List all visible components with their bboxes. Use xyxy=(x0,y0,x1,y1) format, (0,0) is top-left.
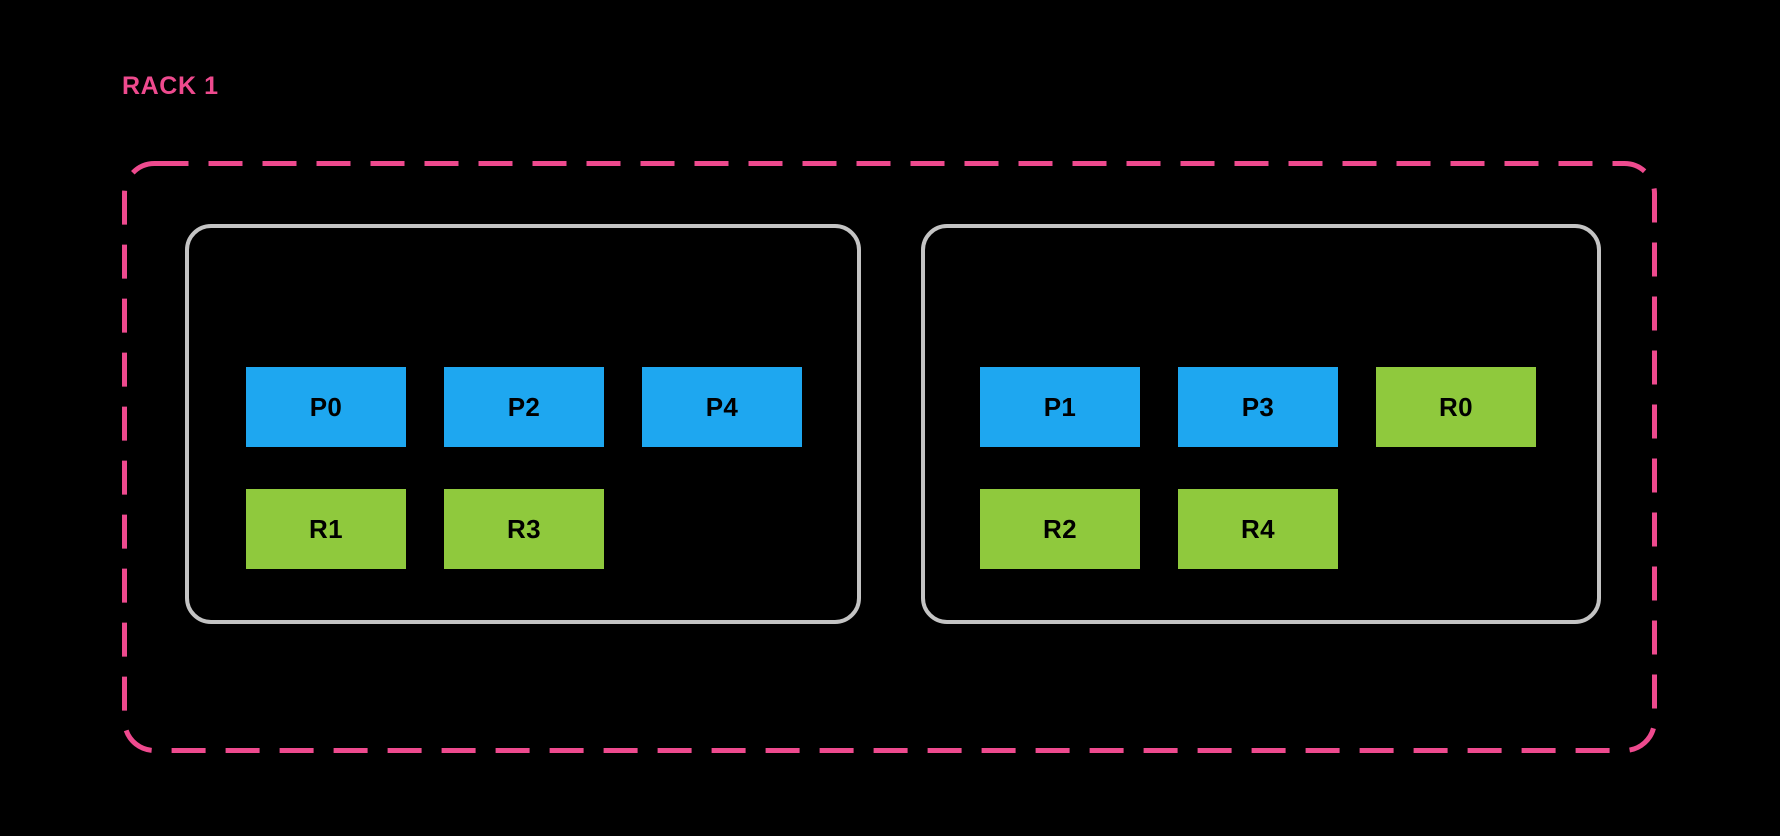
node-p4[interactable]: P4 xyxy=(642,367,802,447)
node-r1[interactable]: R1 xyxy=(246,489,406,569)
host-panel-left[interactable]: P0 P2 P4 R1 R3 xyxy=(185,224,861,624)
node-r3[interactable]: R3 xyxy=(444,489,604,569)
node-slot: P4 xyxy=(642,367,802,447)
node-r2[interactable]: R2 xyxy=(980,489,1140,569)
node-slot: R2 xyxy=(980,489,1140,569)
node-slot: P3 xyxy=(1178,367,1338,447)
node-slot: P0 xyxy=(246,367,406,447)
node-row-top: P1 P3 R0 xyxy=(980,367,1536,447)
node-slot: R1 xyxy=(246,489,406,569)
node-row-bottom: R1 R3 xyxy=(246,489,802,569)
node-p2[interactable]: P2 xyxy=(444,367,604,447)
node-slot: R0 xyxy=(1376,367,1536,447)
node-slot: R4 xyxy=(1178,489,1338,569)
node-p0[interactable]: P0 xyxy=(246,367,406,447)
node-row-top: P0 P2 P4 xyxy=(246,367,802,447)
node-slot: P1 xyxy=(980,367,1140,447)
node-row-bottom: R2 R4 xyxy=(980,489,1536,569)
host-panel-right[interactable]: P1 P3 R0 R2 R4 xyxy=(921,224,1601,624)
rack-label: RACK 1 xyxy=(122,72,219,100)
node-r0[interactable]: R0 xyxy=(1376,367,1536,447)
node-p1[interactable]: P1 xyxy=(980,367,1140,447)
node-slot: R3 xyxy=(444,489,604,569)
node-slot: P2 xyxy=(444,367,604,447)
node-r4[interactable]: R4 xyxy=(1178,489,1338,569)
node-p3[interactable]: P3 xyxy=(1178,367,1338,447)
